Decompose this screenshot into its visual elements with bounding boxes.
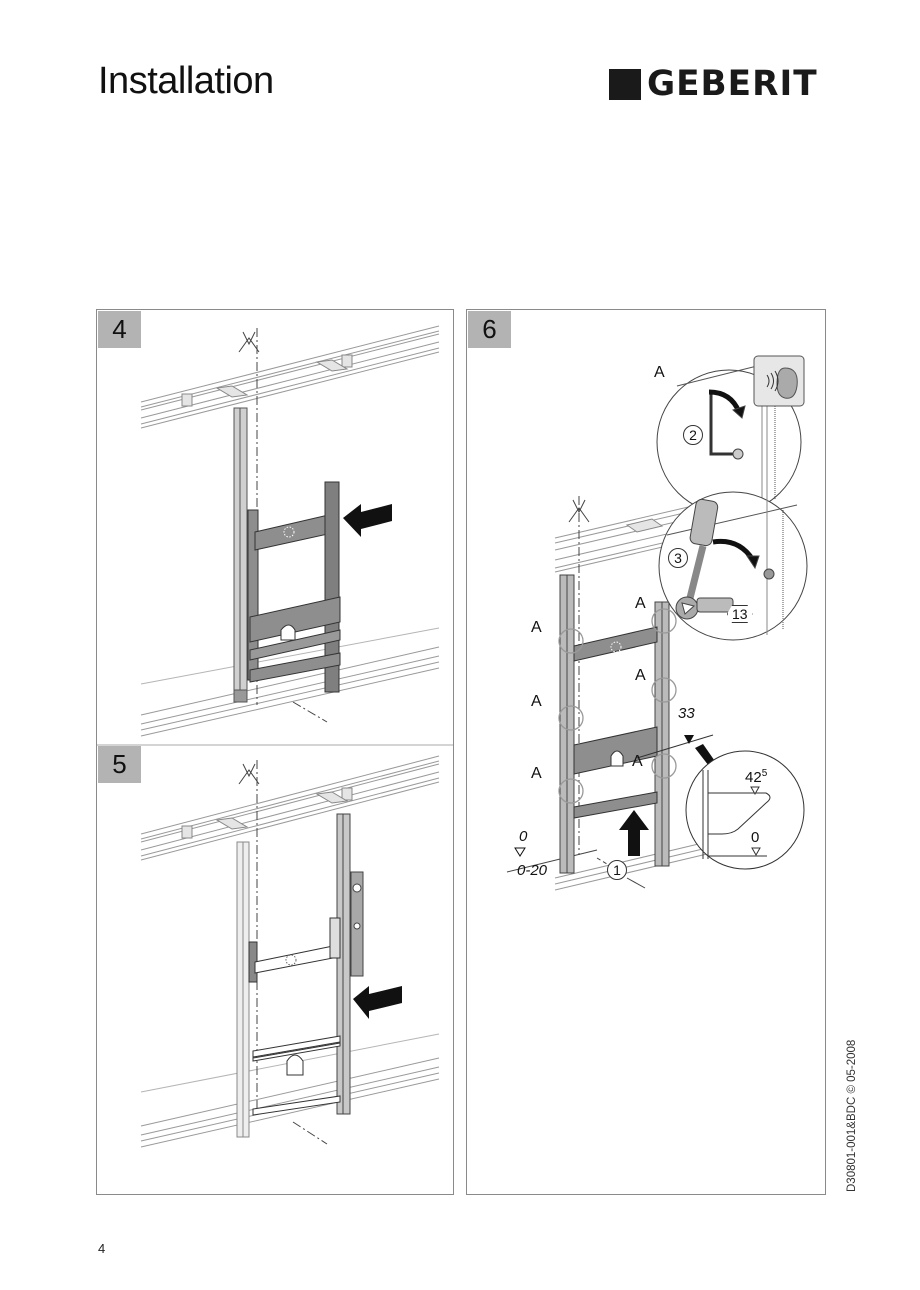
point-label-a: A <box>635 595 646 612</box>
point-label-a: A <box>531 765 542 782</box>
steps-4-5-panel: 4 5 <box>96 309 454 1195</box>
point-label-a: A <box>632 753 643 770</box>
detail-circle-socket-wrench <box>658 491 808 641</box>
height-mark-33: 33 <box>678 705 695 722</box>
push-arrow-up-icon <box>619 810 649 856</box>
push-arrow-left-icon <box>353 986 402 1019</box>
substep-1-marker: 1 <box>607 860 627 880</box>
point-label-a: A <box>531 693 542 710</box>
page-number: 4 <box>98 1241 106 1256</box>
step-4-illustration <box>140 325 440 737</box>
callout-label-a: A <box>654 364 665 381</box>
substep-3-marker: 3 <box>668 548 688 568</box>
step-5-badge: 5 <box>98 746 141 783</box>
step-5-illustration <box>140 755 440 1148</box>
ear-click-sound-icon <box>753 355 805 407</box>
hex-key-icon <box>709 392 733 456</box>
step-6-panel: 6 <box>466 309 826 1195</box>
brand-name: GEBERIT <box>647 64 818 104</box>
brand-logo: GEBERIT <box>609 64 821 104</box>
page-title: Installation <box>98 60 274 102</box>
step-4-badge: 4 <box>98 311 141 348</box>
bowl-top-42-5: 425 <box>745 768 768 786</box>
step-divider <box>97 744 453 746</box>
push-arrow-left-icon <box>343 504 392 537</box>
wrench-size-13: 13 <box>727 605 753 623</box>
spirit-level-icon <box>350 871 364 977</box>
point-label-a: A <box>531 619 542 636</box>
detail-circle-bowl-height <box>685 750 805 870</box>
bowl-floor-0: 0 <box>751 829 760 846</box>
step-6-illustration <box>506 355 808 891</box>
substep-2-marker: 2 <box>683 425 703 445</box>
logo-square-icon <box>609 68 641 100</box>
document-reference: D30801-001&BDC © 05-2008 <box>846 1039 858 1192</box>
floor-range-0-20: 0-20 <box>517 862 548 879</box>
floor-level-0: 0 <box>519 828 528 845</box>
point-label-a: A <box>635 667 646 684</box>
step-6-badge: 6 <box>468 311 511 348</box>
